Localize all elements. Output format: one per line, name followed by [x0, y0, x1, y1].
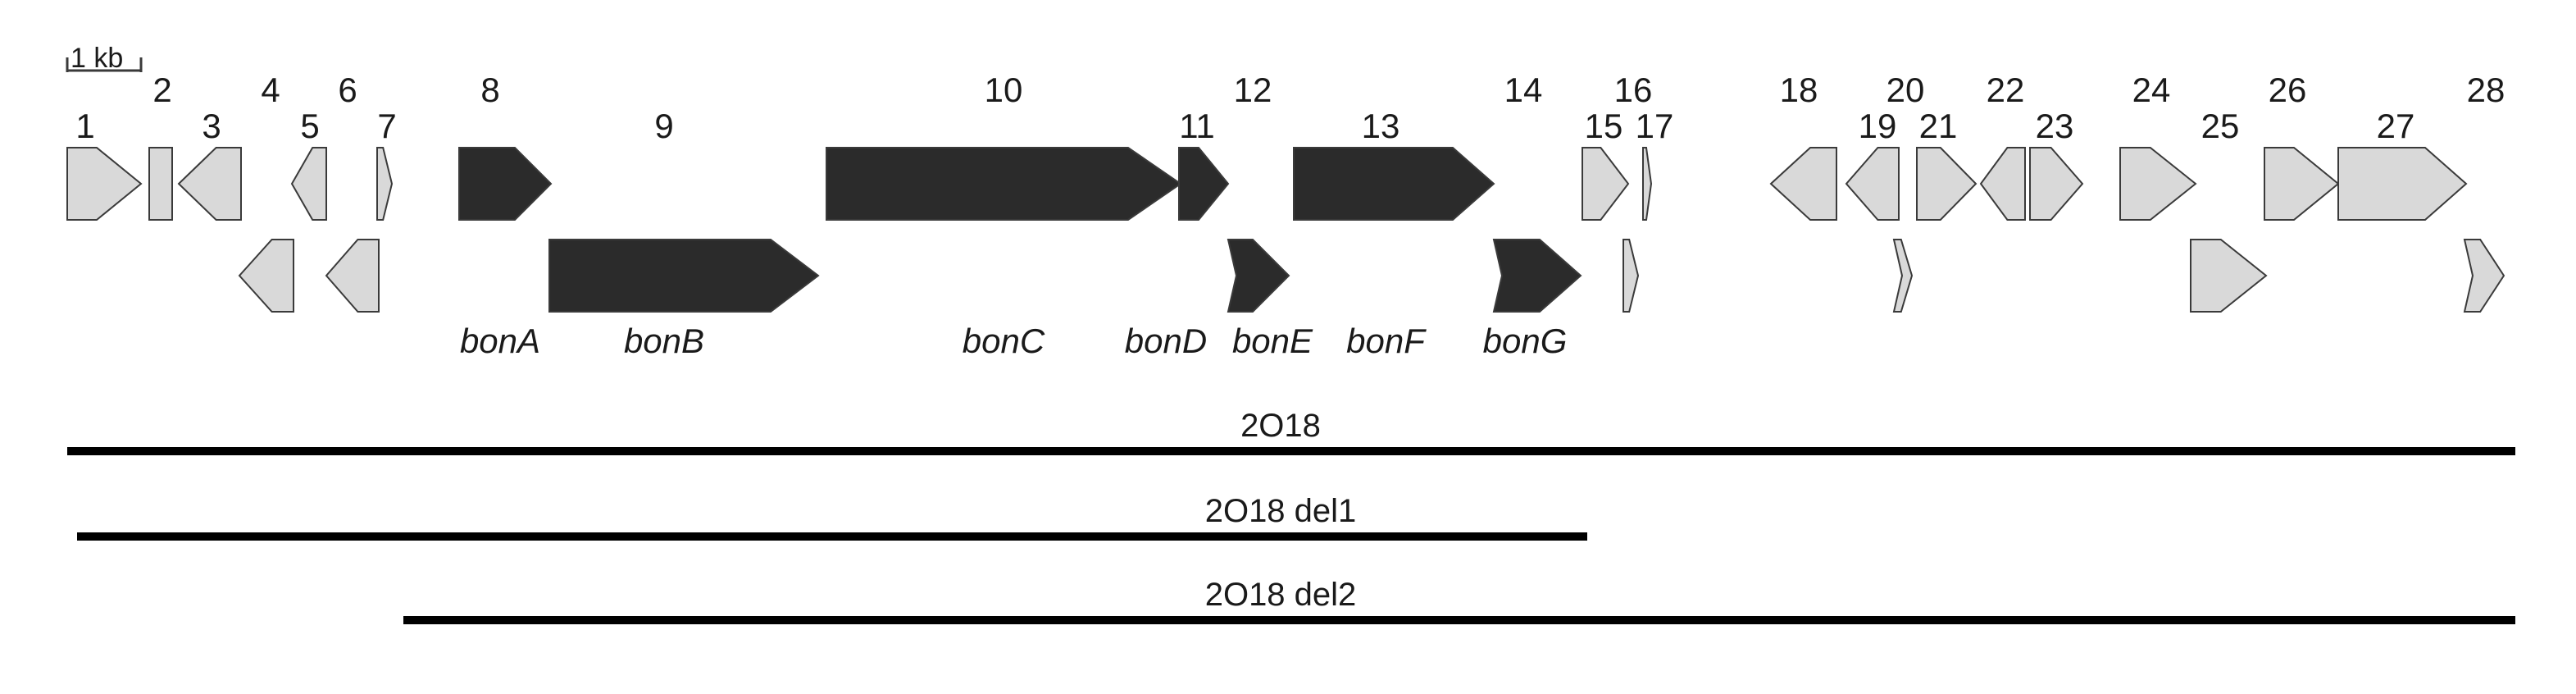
- gene-arrow-13: [1293, 147, 1495, 221]
- gene-arrow-15: [1582, 147, 1630, 221]
- gene-arrow-18: [1769, 147, 1837, 221]
- gene-arrow-12: [1227, 239, 1290, 313]
- gene-number-17: 17: [1636, 107, 1674, 145]
- gene-arrow-10: [826, 147, 1182, 221]
- tracks-layer: 2O18 2O18 del1 2O18 del2: [67, 408, 2515, 624]
- gene-arrow-6: [325, 239, 380, 313]
- gene-name-bonB: bonB: [624, 322, 704, 360]
- gene-name-bonC: bonC: [963, 322, 1045, 360]
- gene-arrow-27: [2337, 147, 2468, 221]
- gene-number-3: 3: [202, 107, 221, 145]
- gene-arrow-11: [1178, 147, 1230, 221]
- gene-arrow-23: [2029, 147, 2084, 221]
- gene-arrow-19: [1845, 147, 1900, 221]
- gene-number-8: 8: [480, 71, 499, 109]
- gene-number-26: 26: [2269, 71, 2307, 109]
- gene-name-bonA: bonA: [460, 322, 540, 360]
- gene-number-25: 25: [2201, 107, 2240, 145]
- gene-number-2: 2: [152, 71, 171, 109]
- gene-number-22: 22: [1987, 71, 2025, 109]
- gene-number-15: 15: [1585, 107, 1623, 145]
- scale-bar: 1 kb: [66, 43, 143, 74]
- gene-number-21: 21: [1919, 107, 1958, 145]
- gene-number-28: 28: [2467, 71, 2505, 109]
- gene-name-bonF: bonF: [1346, 322, 1427, 360]
- gene-number-11: 11: [1179, 107, 1215, 145]
- genes-layer: [66, 147, 2505, 313]
- gene-arrow-20: [1892, 239, 1914, 313]
- gene-number-23: 23: [2036, 107, 2074, 145]
- gene-arrow-17: [1642, 147, 1653, 221]
- gene-number-6: 6: [338, 71, 357, 109]
- gene-number-24: 24: [2132, 71, 2171, 109]
- gene-number-20: 20: [1886, 71, 1925, 109]
- gene-arrow-25: [2190, 239, 2268, 313]
- gene-arrow-21: [1916, 147, 1978, 221]
- gene-arrow-2: [148, 147, 173, 221]
- gene-number-19: 19: [1859, 107, 1897, 145]
- gene-number-14: 14: [1504, 71, 1543, 109]
- track-label-2: 2O18 del1: [1205, 493, 1357, 529]
- track-label-3: 2O18 del2: [1205, 577, 1357, 613]
- gene-number-7: 7: [377, 107, 396, 145]
- gene-arrow-5: [290, 147, 327, 221]
- gene-number-18: 18: [1780, 71, 1818, 109]
- scale-bar-label: 1 kb: [71, 43, 123, 74]
- gene-arrow-22: [1979, 147, 2026, 221]
- gene-arrow-14: [1492, 239, 1582, 313]
- gene-number-10: 10: [985, 71, 1023, 109]
- gene-name-bonG: bonG: [1483, 322, 1568, 360]
- gene-number-12: 12: [1234, 71, 1272, 109]
- gene-number-13: 13: [1362, 107, 1400, 145]
- gene-number-27: 27: [2377, 107, 2415, 145]
- gene-arrow-8: [458, 147, 553, 221]
- gene-arrow-4: [238, 239, 294, 313]
- gene-number-16: 16: [1614, 71, 1653, 109]
- gene-arrow-1: [66, 147, 143, 221]
- gene-number-1: 1: [75, 107, 94, 145]
- gene-arrow-16: [1623, 239, 1640, 313]
- gene-arrow-9: [548, 239, 820, 313]
- gene-numbers-layer: 1234567891011121314151617181920212223242…: [75, 71, 2505, 145]
- gene-number-5: 5: [300, 107, 319, 145]
- gene-names-layer: bonA bonB bonC bonD bonE bonF bonG: [460, 322, 1567, 360]
- gene-arrow-24: [2119, 147, 2197, 221]
- gene-arrow-28: [2463, 239, 2505, 313]
- gene-number-4: 4: [261, 71, 280, 109]
- track-label-1: 2O18: [1240, 408, 1321, 444]
- gene-number-9: 9: [654, 107, 673, 145]
- gene-arrow-7: [376, 147, 394, 221]
- gene-name-bonD: bonD: [1125, 322, 1207, 360]
- gene-arrow-3: [177, 147, 242, 221]
- gene-arrow-26: [2264, 147, 2340, 221]
- gene-name-bonE: bonE: [1232, 322, 1313, 360]
